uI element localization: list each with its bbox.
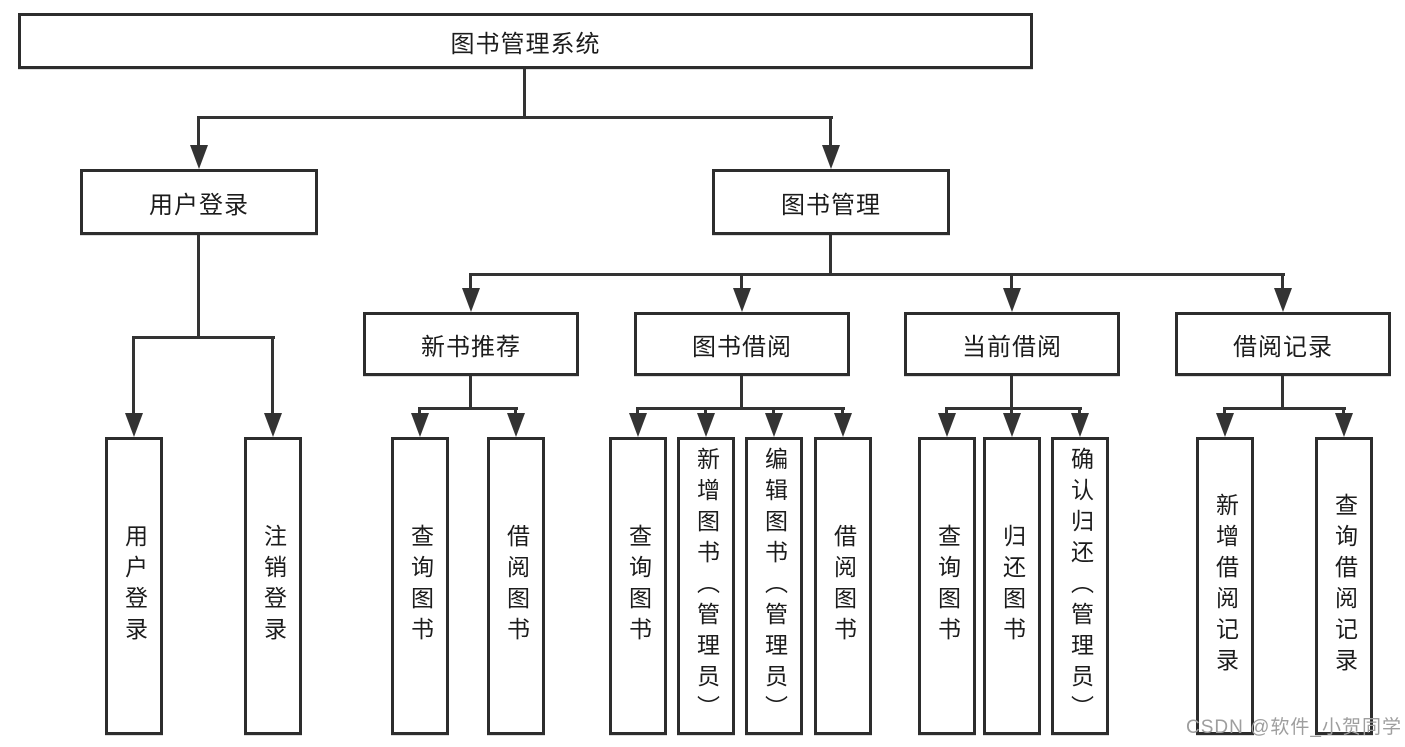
connector-arrow (507, 413, 525, 437)
connector-book-management-stem (829, 235, 832, 276)
connector-arrow (1274, 288, 1292, 312)
leaf-cb-query-book: 查询图书 (918, 437, 976, 735)
node-user-login: 用户登录 (80, 169, 318, 235)
connector-current-borrow-crossbar (945, 407, 1082, 410)
connector-current-borrow-stem (1010, 376, 1013, 410)
connector-arrow (733, 288, 751, 312)
leaf-br-query-record: 查询借阅记录 (1315, 437, 1373, 735)
connector-borrow-records-crossbar (1223, 407, 1346, 410)
leaf-br-add-record: 新增借阅记录 (1196, 437, 1254, 735)
leaf-logout: 注销登录 (244, 437, 302, 735)
connector-arrow (765, 413, 783, 437)
node-book-borrow: 图书借阅 (634, 312, 850, 376)
connector-new-book-stem (469, 376, 472, 410)
node-root-library-management-system: 图书管理系统 (18, 13, 1033, 69)
connector-book-management-crossbar (469, 273, 1285, 276)
leaf-bb-query-book: 查询图书 (609, 437, 667, 735)
connector-arrow (125, 413, 143, 437)
connector-to-new-book-recommend (469, 273, 472, 292)
leaf-label: 借阅图书 (503, 524, 530, 648)
connector-to-leaf-logout (271, 336, 274, 417)
connector-to-current-borrow (1010, 273, 1013, 292)
leaf-label: 借阅图书 (830, 524, 857, 648)
leaf-bb-borrow-book: 借阅图书 (814, 437, 872, 735)
leaf-label: 查询图书 (407, 524, 434, 648)
connector-arrow (264, 413, 282, 437)
connector-root-stem (523, 69, 526, 119)
connector-to-borrow-records (1281, 273, 1284, 292)
leaf-label: 注销登录 (260, 524, 287, 648)
connector-to-user-login (197, 116, 200, 149)
leaf-label: 编辑图书（管理员） (761, 446, 788, 726)
connector-arrow (938, 413, 956, 437)
leaf-label: 新增借阅记录 (1212, 493, 1239, 679)
leaf-label: 查询借阅记录 (1331, 493, 1358, 679)
connector-arrow (1216, 413, 1234, 437)
connector-user-login-stem (197, 235, 200, 339)
connector-arrow (822, 145, 840, 169)
connector-arrow (411, 413, 429, 437)
leaf-label: 确认归还（管理员） (1067, 446, 1094, 726)
leaf-label: 用户登录 (121, 524, 148, 648)
leaf-cb-confirm-return-admin: 确认归还（管理员） (1051, 437, 1109, 735)
leaf-nb-query-book: 查询图书 (391, 437, 449, 735)
node-new-book-recommend: 新书推荐 (363, 312, 579, 376)
leaf-label: 新增图书（管理员） (693, 446, 720, 726)
connector-user-login-crossbar (132, 336, 275, 339)
connector-to-book-borrow (740, 273, 743, 292)
connector-book-borrow-stem (740, 376, 743, 410)
connector-borrow-records-stem (1281, 376, 1284, 410)
connector-arrow (834, 413, 852, 437)
csdn-watermark: CSDN @软件_小贺同学 (1186, 717, 1402, 738)
connector-new-book-crossbar (418, 407, 518, 410)
connector-arrow (1003, 288, 1021, 312)
connector-arrow (462, 288, 480, 312)
connector-to-book-management (829, 116, 832, 149)
connector-arrow (190, 145, 208, 169)
connector-to-leaf-user-login (132, 336, 135, 417)
connector-arrow (1071, 413, 1089, 437)
leaf-bb-edit-book-admin: 编辑图书（管理员） (745, 437, 803, 735)
connector-arrow (629, 413, 647, 437)
leaf-label: 查询图书 (625, 524, 652, 648)
connector-book-borrow-crossbar (636, 407, 845, 410)
node-book-management: 图书管理 (712, 169, 950, 235)
leaf-nb-borrow-book: 借阅图书 (487, 437, 545, 735)
node-current-borrow: 当前借阅 (904, 312, 1120, 376)
leaf-user-login: 用户登录 (105, 437, 163, 735)
leaf-label: 归还图书 (999, 524, 1026, 648)
connector-arrow (697, 413, 715, 437)
connector-arrow (1003, 413, 1021, 437)
connector-arrow (1335, 413, 1353, 437)
leaf-label: 查询图书 (934, 524, 961, 648)
leaf-bb-add-book-admin: 新增图书（管理员） (677, 437, 735, 735)
connector-root-crossbar (197, 116, 833, 119)
leaf-cb-return-book: 归还图书 (983, 437, 1041, 735)
node-borrow-records: 借阅记录 (1175, 312, 1391, 376)
